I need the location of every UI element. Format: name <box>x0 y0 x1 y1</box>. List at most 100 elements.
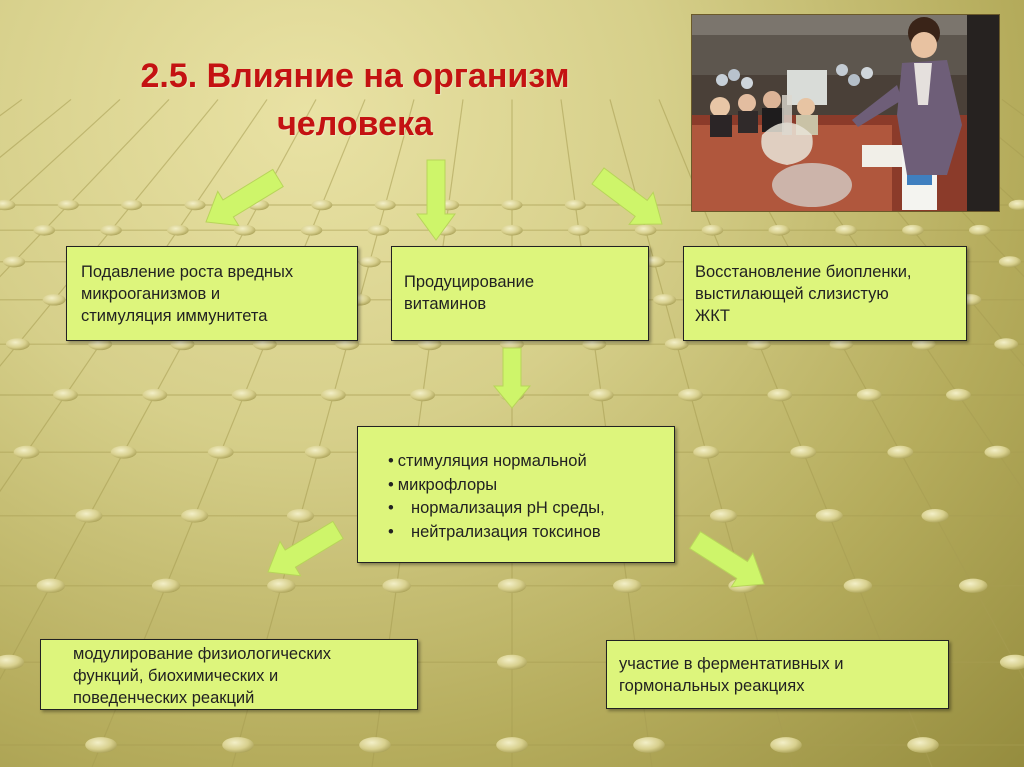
grid-dot <box>693 445 720 459</box>
grid-dot <box>142 388 168 402</box>
bullet: • <box>388 522 394 541</box>
grid-dot <box>5 338 30 351</box>
grid-dot <box>247 199 269 211</box>
grid-dot <box>121 199 143 211</box>
microflora-item-text: микрофлоры <box>397 475 498 494</box>
grid-dot <box>633 737 665 753</box>
box-vitamins-line-1: Продуцирование <box>404 273 535 291</box>
grid-dot <box>359 737 391 753</box>
grid-dot <box>747 338 771 351</box>
grid-dot <box>815 509 843 523</box>
grid-dot <box>628 199 650 211</box>
grid-dot <box>0 654 25 670</box>
grid-dot <box>151 578 181 593</box>
grid-dot <box>588 388 614 402</box>
grid-dot <box>434 224 456 236</box>
grid-dot <box>653 294 677 306</box>
presentation-photo <box>691 14 1000 212</box>
grid-dot <box>382 578 411 593</box>
grid-dot <box>709 509 738 523</box>
grid-dot <box>768 224 791 236</box>
grid-dot <box>856 388 882 402</box>
grid-dot <box>110 445 137 459</box>
microflora-list: •стимуляция нормальной •микрофлоры •норм… <box>388 450 666 544</box>
grid-dot <box>994 338 1019 351</box>
grid-dot <box>167 224 189 236</box>
grid-dot <box>100 224 122 236</box>
grid-dot <box>358 256 381 268</box>
grid-dot <box>497 578 527 593</box>
grid-dot <box>53 388 78 402</box>
box-modulation: модулирование физиологических функций, б… <box>40 639 418 710</box>
box-vitamins: Продуцирование витаминов <box>391 246 649 341</box>
box-suppression-line-3: стимуляция иммунитета <box>81 307 268 325</box>
grid-dot <box>267 578 296 593</box>
grid-dot <box>998 256 1022 268</box>
box-enzymes: участие в ферментативных и гормональных … <box>606 640 949 709</box>
grid-dot <box>0 199 16 211</box>
microflora-item-text: нормализация рН среды, <box>411 499 605 517</box>
grid-dot <box>438 199 460 211</box>
grid-dot <box>417 338 442 351</box>
grid-dot <box>582 338 607 351</box>
grid-dot <box>613 578 642 593</box>
grid-dot <box>367 224 390 236</box>
microflora-item: •микрофлоры <box>388 474 666 498</box>
grid-dot <box>170 338 195 351</box>
grid-dot <box>568 224 590 236</box>
grid-dot <box>42 294 66 306</box>
grid-dot <box>496 737 528 753</box>
box-modulation-line-1: модулирование физиологических <box>73 645 332 663</box>
grid-dot <box>911 338 936 351</box>
box-suppression: Подавление роста вредных микрооганизмов … <box>66 246 358 341</box>
grid-dot <box>664 338 689 351</box>
photo-illustration <box>692 15 999 211</box>
grid-dot <box>564 199 586 211</box>
grid-dot <box>304 445 331 459</box>
grid-dot <box>500 338 524 351</box>
microflora-item: •стимуляция нормальной <box>388 450 666 474</box>
grid-dot <box>701 224 724 236</box>
bullet: • <box>388 499 394 517</box>
grid-dot <box>968 224 991 236</box>
grid-dot <box>181 509 209 523</box>
grid-dot <box>497 654 527 670</box>
box-biofilm-line-3: ЖКТ <box>695 307 730 325</box>
bullet: • <box>388 475 394 494</box>
title-line-2: человека <box>277 105 433 143</box>
grid-dot <box>921 509 949 523</box>
microflora-item: • нормализация рН среды, <box>388 497 666 521</box>
grid-dot <box>184 199 206 211</box>
grid-dot <box>767 388 793 402</box>
grid-dot <box>1008 199 1024 211</box>
grid-dot <box>984 445 1011 459</box>
grid-dot <box>999 654 1024 670</box>
grid-dot <box>907 737 939 753</box>
grid-dot <box>75 509 103 523</box>
grid-dot <box>36 578 66 593</box>
box-suppression-line-1: Подавление роста вредных <box>81 263 294 281</box>
box-enzymes-line-1: участие в ферментативных и <box>619 655 844 673</box>
grid-dot <box>13 445 40 459</box>
box-enzymes-line-2: гормональных реакциях <box>619 677 805 695</box>
grid-dot <box>374 199 396 211</box>
grid-dot <box>728 578 757 593</box>
grid-dot <box>499 388 525 402</box>
grid-dot <box>501 224 523 236</box>
grid-dot <box>207 445 234 459</box>
grid-dot <box>410 388 436 402</box>
grid-dot <box>57 199 79 211</box>
grid-dot <box>85 737 117 753</box>
grid-dot <box>501 199 523 211</box>
grid-dot <box>88 338 113 351</box>
box-modulation-line-2: функций, биохимических и <box>73 667 279 685</box>
grid-dot <box>231 388 257 402</box>
box-suppression-line-2: микрооганизмов и <box>81 285 221 303</box>
grid-dot <box>958 578 988 593</box>
grid-dot <box>829 338 854 351</box>
grid-dot <box>300 224 323 236</box>
grid-dot <box>253 338 277 351</box>
grid-dot <box>790 445 817 459</box>
grid-dot <box>887 445 914 459</box>
grid-dot <box>222 737 254 753</box>
